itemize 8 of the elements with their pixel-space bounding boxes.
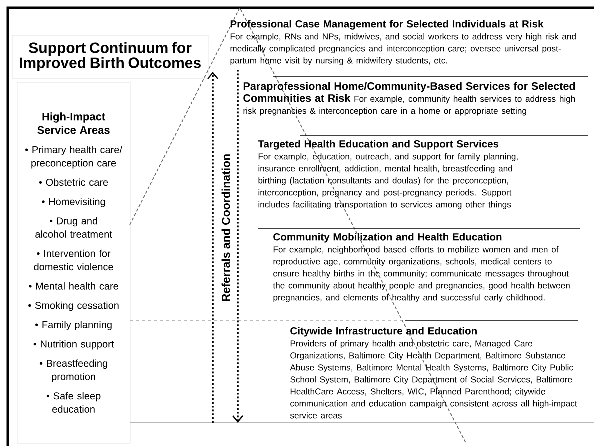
- tier-text: Citywide Infrastructure and Education Providers of primary health and obstetric care, Managed Care Organizations, Baltimore City Health Department, Baltimore Substance Abuse Systems, Baltimore Mental Health Systems, Baltimore City Public School System, Baltimore City Department of Social Services, Baltimore HealthCare Access, Shelters, WIC, Planned Parenthood; citywide communication and education campaign consistent across all high-impact service areas: [290, 327, 578, 419]
- tier-text: Community Mobilization and Health Education For example, neighborhood based efforts to mobilize women and men of reproductive age, community organizations, schools, medical centers to ensure healthy births in the community; communicate messages throughout the community about healthy people and pregnancies, good health between pregnancies, and elements of healthy and successful early childhood.: [273, 233, 570, 302]
- rotated-label: Referrals and Coordination: [220, 152, 232, 304]
- tier-text: Targeted Health Education and Support Services For example, education, outreach, and support for family planning, insurance enrollment, addiction, mental health, breastfeeding and birthing (lactation consultants and doulas) for the preconception, interconception, pregnancy and post-pregnancy periods. Support includes facilitating transportation to services among other things: [258, 140, 518, 210]
- tier-text: Paraprofessional Home/Community-Based Services for Selected Communities at Risk For example, community health services to address high risk pregnancies & interconception care in a home or appropriate setting: [244, 82, 576, 116]
- tier-text: Professional Case Management for Selected Individuals at Risk For example, RNs and NPs, midwives, and social workers to address very high risk and medically complicated pregnancies and interconception care; oversee universal post-partum home visit by nursing & midwifery students, etc.: [230, 20, 576, 66]
- title-box: Support Continuum for Improved Birth Outcomes: [12, 35, 209, 79]
- service-list-box: High-Impact Service Areas • Primary health care/ preconception care • Obstetric care • Homevisiting • Drug and alcohol treatment • Intervention for domestic violence • Mental health care • Smoking cessation • Family planning • Nutrition support • Breastfeeding promotion • Safe sleep education: [17, 82, 131, 444]
